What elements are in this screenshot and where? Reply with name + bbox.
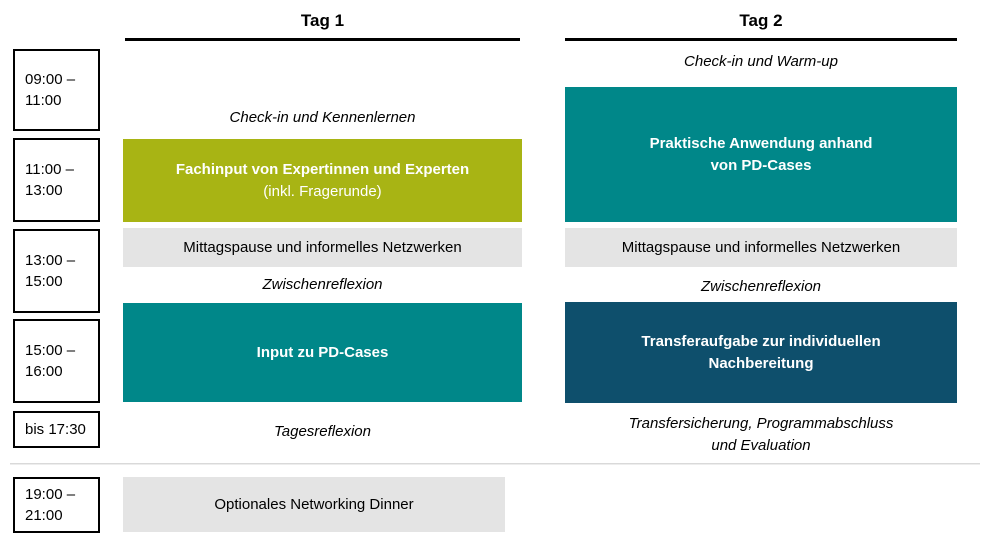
evening-divider-line: [10, 463, 980, 465]
day1-lunch-box: Mittagspause und informelles Netzwerken: [123, 228, 522, 267]
day2-interim-reflection-text: Zwischenreflexion: [700, 278, 822, 296]
day1-interim-reflection-text: Zwischenreflexion: [262, 276, 383, 294]
day2-lunch-box: Mittagspause und informelles Netzwerken: [565, 228, 957, 267]
day2-checkin-text: Check-in und Warm-up: [684, 53, 838, 71]
day1-day-reflection-text: Tagesreflexion: [273, 423, 371, 441]
day2-underline: [565, 38, 957, 41]
day1-expert-input-subtitle: (inkl. Fragerunde): [263, 182, 382, 200]
day1-expert-input-box: Fachinput von Expertinnen und Experten (…: [123, 139, 522, 222]
timeslot-1300-1500: 13:00 – 15:00: [13, 229, 100, 313]
day1-underline: [125, 38, 520, 41]
day2-transfer-task-box: Transferaufgabe zur individuellen Nachbe…: [565, 302, 957, 403]
day1-title: Tag 1: [300, 11, 345, 30]
timeslot-bis-1730: bis 17:30: [13, 411, 100, 448]
day2-title: Tag 2: [739, 11, 783, 30]
day1-networking-dinner-box: Optionales Networking Dinner: [123, 477, 505, 532]
timeslot-1100-1300: 11:00 – 13:00: [13, 138, 100, 222]
day1-pd-cases-input-box: Input zu PD-Cases: [123, 303, 522, 402]
day2-closing-text: Transfersicherung, Programmabschluss und…: [628, 415, 894, 454]
day1-checkin-text: Check-in und Kennenlernen: [229, 109, 416, 127]
day1-expert-input-title: Fachinput von Expertinnen und Experten: [175, 160, 470, 178]
timeslot-0900-1100: 09:00 – 11:00: [13, 49, 100, 131]
day2-practical-application-box: Praktische Anwendung anhand von PD-Cases: [565, 87, 957, 222]
timeslot-1500-1600: 15:00 – 16:00: [13, 319, 100, 403]
timeslot-1900-2100: 19:00 – 21:00: [13, 477, 100, 533]
